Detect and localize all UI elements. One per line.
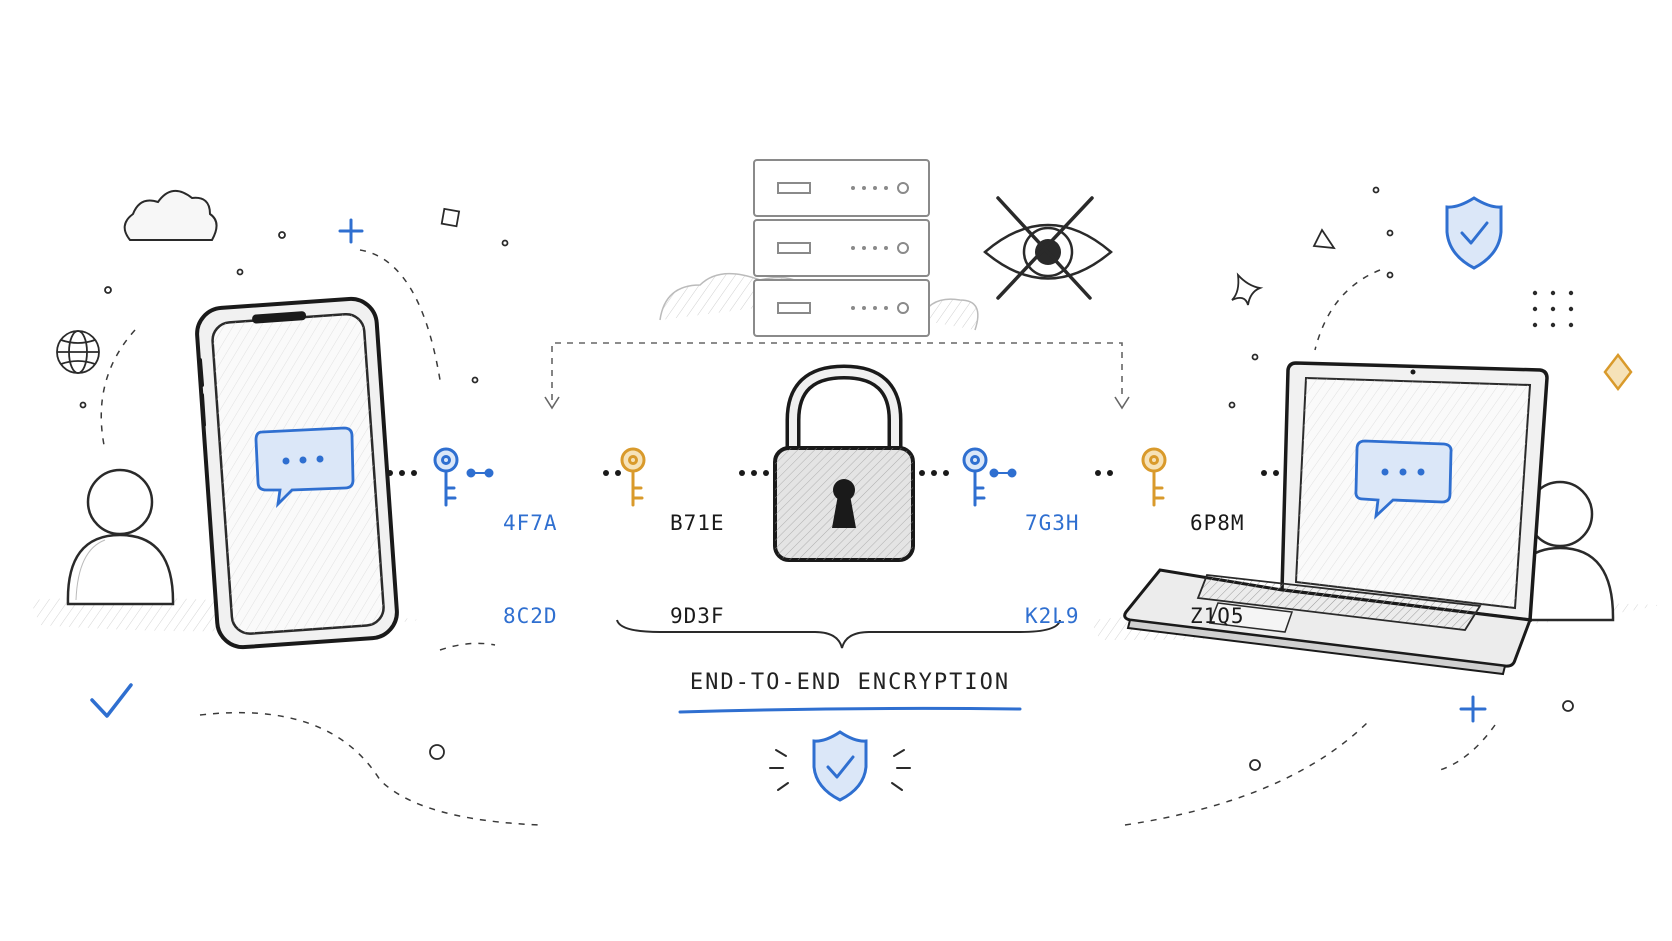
code-line: 6P8M xyxy=(1190,511,1245,535)
curly-brace xyxy=(616,619,1061,649)
key-icon xyxy=(433,447,459,507)
user-icon xyxy=(66,468,175,606)
check-icon xyxy=(90,683,133,718)
code-line: B71E xyxy=(670,511,725,535)
code-line: 8C2D xyxy=(503,604,558,628)
code-label: 6P8M Z1Q5 xyxy=(1190,446,1245,663)
caption-underline xyxy=(678,706,1022,714)
link-node-blue xyxy=(989,468,1017,478)
shield-check-icon xyxy=(1445,196,1503,270)
key-icon xyxy=(962,447,988,507)
arrow-down-icon xyxy=(544,396,560,410)
code-label: B71E 9D3F xyxy=(670,446,725,663)
laptop-icon xyxy=(1123,361,1549,676)
code-line: 4F7A xyxy=(503,511,558,535)
code-line: K2L9 xyxy=(1025,604,1080,628)
shield-check-icon xyxy=(769,730,911,802)
globe-icon xyxy=(56,330,100,374)
server-route-lines xyxy=(551,342,1123,400)
padlock-icon xyxy=(773,364,915,562)
chat-bubble-icon xyxy=(254,426,355,508)
key-icon xyxy=(620,447,646,507)
crossed-eye-icon xyxy=(983,196,1113,300)
decorative-marks xyxy=(79,186,1574,771)
plus-icon xyxy=(1459,695,1487,723)
decorative-dot-grid xyxy=(1532,290,1574,328)
link-node-blue xyxy=(466,468,494,478)
gold-diamond-icon xyxy=(1603,352,1633,392)
diagram-caption: END-TO-END ENCRYPTION xyxy=(689,670,1011,695)
code-line: 9D3F xyxy=(670,604,725,628)
plus-icon xyxy=(338,218,364,244)
server-icon xyxy=(659,159,979,337)
code-line: Z1Q5 xyxy=(1190,604,1245,628)
key-icon xyxy=(1141,447,1167,507)
code-line: 7G3H xyxy=(1025,511,1080,535)
code-label: 4F7A 8C2D xyxy=(503,446,558,663)
cloud-icon xyxy=(123,190,218,241)
connection-dots xyxy=(387,470,1279,476)
chat-bubble-icon xyxy=(1354,439,1453,520)
arrow-down-icon xyxy=(1114,396,1130,410)
decorative-dashed-curves xyxy=(100,249,1496,826)
code-label: 7G3H K2L9 xyxy=(1025,446,1080,663)
